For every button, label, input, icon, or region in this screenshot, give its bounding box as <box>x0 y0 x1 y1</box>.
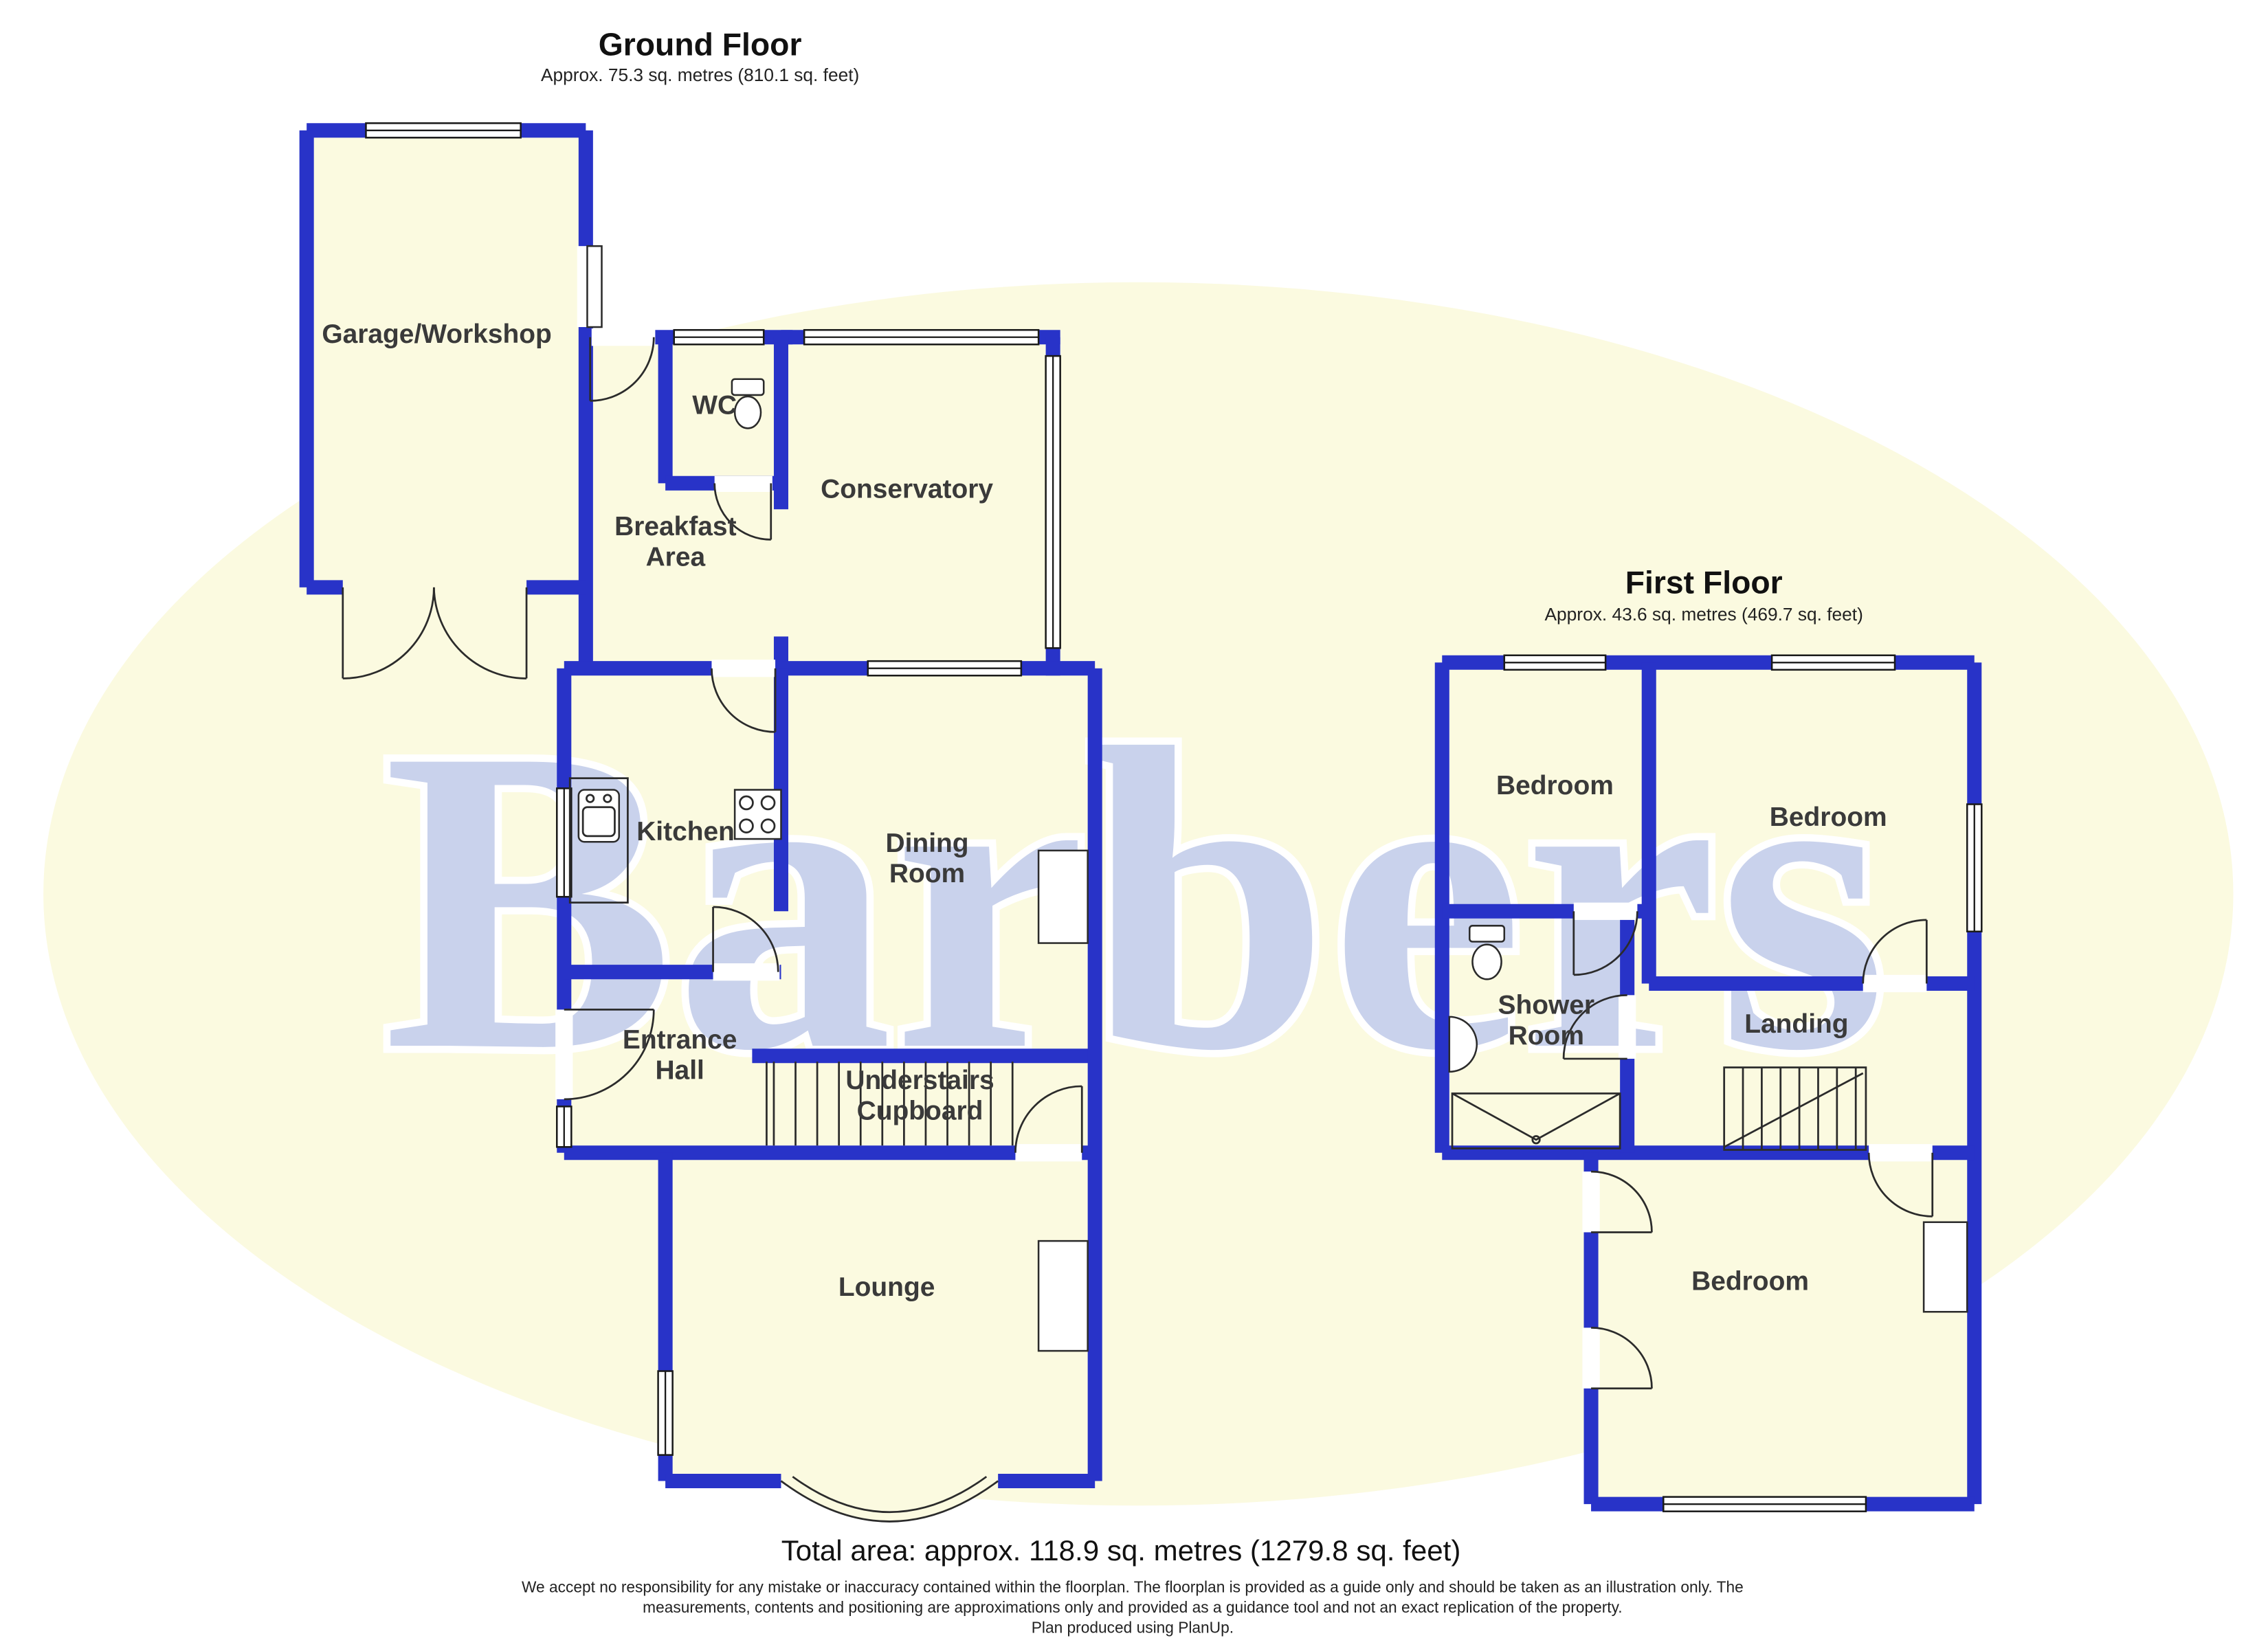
windows <box>365 122 1983 1512</box>
disclaimer-line-3: Plan produced using PlanUp. <box>1032 1618 1234 1636</box>
wc-toilet-symbol <box>731 378 765 429</box>
lounge-chimney <box>1037 1239 1089 1352</box>
ground-floor-subtitle: Approx. 75.3 sq. metres (810.1 sq. feet) <box>541 65 859 85</box>
room-label-lounge: Lounge <box>838 1272 935 1302</box>
total-area-text: Total area: approx. 118.9 sq. metres (12… <box>781 1534 1461 1567</box>
conservatory-top-window <box>803 328 1040 346</box>
room-label-bedroom-top-left: Bedroom <box>1496 771 1614 800</box>
conservatory-side-window <box>1045 355 1061 649</box>
room-label-conservatory: Conservatory <box>821 474 993 504</box>
room-label-dining-1: Dining <box>886 829 969 858</box>
garage-window <box>365 122 522 139</box>
room-label-garage: Garage/Workshop <box>322 319 552 349</box>
breakfast-window <box>673 328 765 346</box>
door-swings <box>342 245 1934 1390</box>
bedroom-bottom-window <box>1663 1496 1867 1512</box>
disclaimer-line-2: measurements, contents and positioning a… <box>643 1598 1622 1616</box>
hall-window <box>556 1106 572 1148</box>
room-label-entrance-1: Entrance <box>623 1025 737 1055</box>
room-label-understairs-1: Understairs <box>845 1066 994 1095</box>
garage-side-door-leaf <box>586 245 603 328</box>
kitchen-window <box>556 787 572 898</box>
first-floor-title: First Floor <box>1625 564 1783 600</box>
watermark-text: Barbers <box>383 659 1888 1140</box>
disclaimer-line-1: We accept no responsibility for any mist… <box>522 1578 1744 1596</box>
bedroom-chimney <box>1922 1221 1968 1313</box>
rear-french-window <box>867 660 1023 677</box>
room-label-kitchen: Kitchen <box>636 817 735 846</box>
mid-section-floor <box>564 668 1096 1153</box>
room-label-bedroom-top-right: Bedroom <box>1770 803 1887 832</box>
shower-tray-symbol <box>1451 1092 1621 1149</box>
first-floor-subtitle: Approx. 43.6 sq. metres (469.7 sq. feet) <box>1545 604 1863 625</box>
ground-stairs <box>766 1062 1014 1146</box>
lounge-floor <box>665 1152 1096 1481</box>
shower-room-toilet-symbol <box>1469 925 1506 980</box>
ground-floor-title: Ground Floor <box>599 26 802 62</box>
titles: Ground Floor Approx. 75.3 sq. metres (81… <box>541 26 1863 625</box>
room-label-shower-1: Shower <box>1498 991 1595 1020</box>
basin-symbol <box>1448 1016 1478 1073</box>
bedroom-tl-window <box>1503 654 1607 671</box>
room-label-understairs-2: Cupboard <box>857 1096 983 1125</box>
room-label-wc: WC <box>692 390 737 420</box>
first-floor-labels: Bedroom Bedroom Shower Room Landing Bedr… <box>1496 771 1887 1297</box>
fixtures <box>568 378 1968 1523</box>
garage-floor <box>307 130 586 587</box>
first-floor-stairs <box>1723 1066 1867 1151</box>
bedroom-tr-side-window <box>1966 803 1983 933</box>
lounge-side-window <box>657 1370 674 1456</box>
room-label-breakfast-2: Area <box>646 542 706 572</box>
dining-chimney <box>1037 849 1089 944</box>
room-label-bedroom-bottom: Bedroom <box>1691 1267 1809 1297</box>
hob-symbol <box>733 789 782 840</box>
bay-window <box>780 1476 999 1523</box>
room-label-shower-2: Room <box>1509 1021 1584 1051</box>
footer: Total area: approx. 118.9 sq. metres (12… <box>522 1534 1744 1636</box>
kitchen-sink-unit <box>568 777 629 904</box>
room-label-entrance-2: Hall <box>655 1055 704 1085</box>
room-fills <box>307 130 1975 1522</box>
ground-floor-labels: Garage/Workshop WC Conservatory Breakfas… <box>322 319 994 1302</box>
room-label-breakfast-1: Breakfast <box>614 512 736 541</box>
bedroom-tr-window <box>1770 654 1896 671</box>
room-label-dining-2: Room <box>889 859 965 888</box>
first-floor-bedroom-floor <box>1591 1152 1975 1505</box>
room-label-landing: Landing <box>1744 1009 1848 1039</box>
